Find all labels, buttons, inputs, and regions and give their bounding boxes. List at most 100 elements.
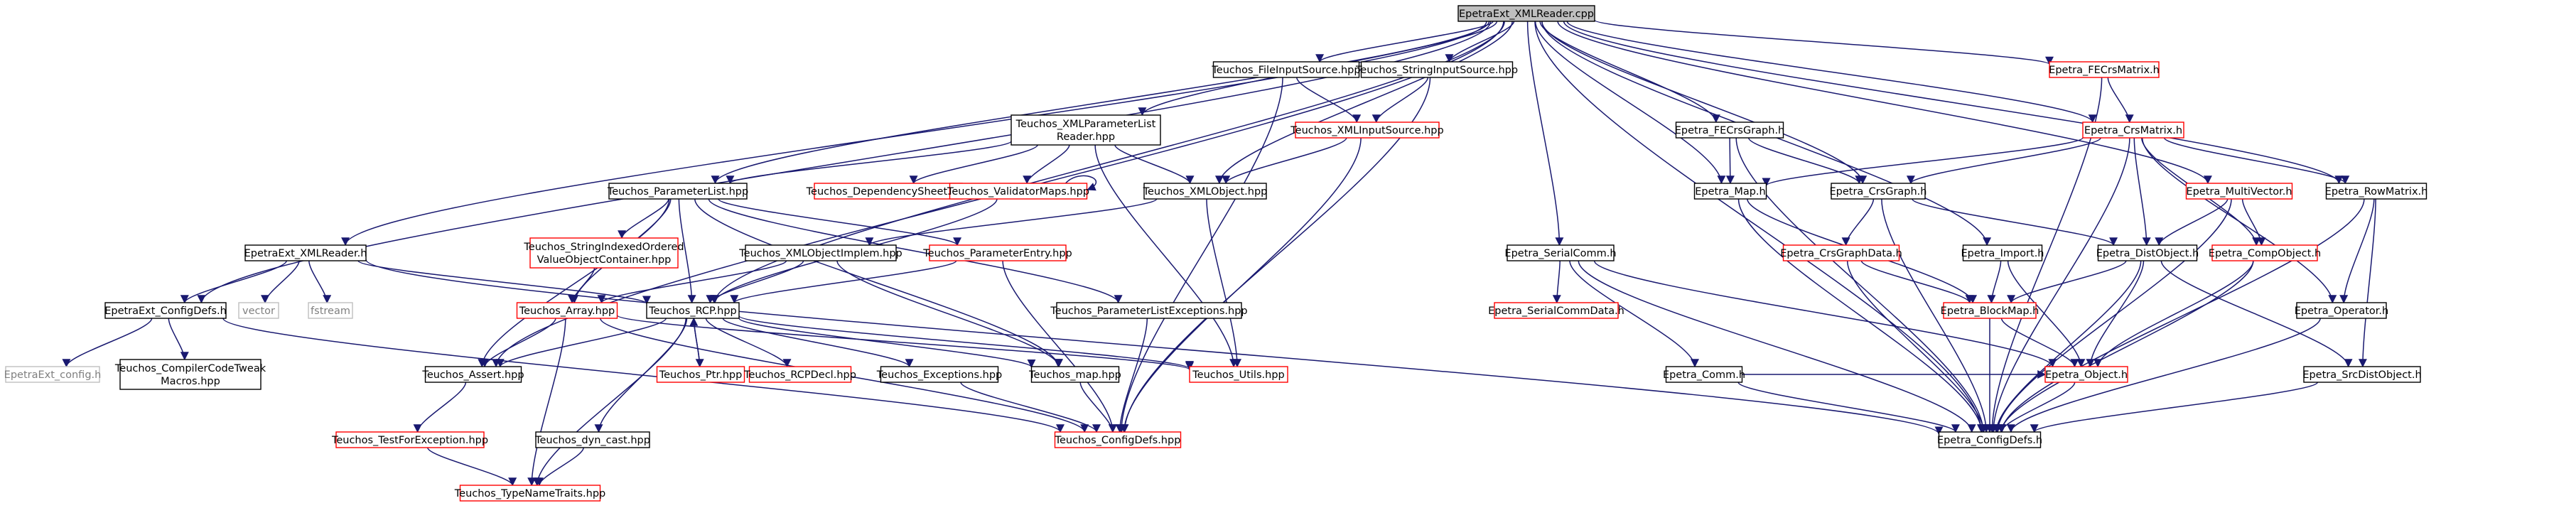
edge-crsmat-to-distobj xyxy=(2133,137,2151,247)
node-label: Teuchos_XMLInputSource.hpp xyxy=(1290,125,1443,136)
node-bmap[interactable]: Epetra_BlockMap.h xyxy=(1941,302,2039,319)
edge-mv-to-ecd xyxy=(1993,198,2232,433)
node-scd[interactable]: Epetra_SerialCommData.h xyxy=(1488,302,1624,319)
node-cd[interactable]: EpetraExt_ConfigDefs.h xyxy=(104,302,227,319)
node-label: Teuchos_StringInputSource.hpp xyxy=(1355,65,1518,76)
edge-eobj-to-ecd xyxy=(1997,382,2076,433)
node-label: Reader.hpp xyxy=(1057,131,1115,143)
edge-pe-to-tcd xyxy=(1002,260,1117,433)
node-map[interactable]: Teuchos_map.hpp xyxy=(1028,366,1121,383)
edge-mv-to-distobj xyxy=(2155,198,2229,247)
edge-pe-to-rcp xyxy=(730,260,957,304)
node-serial[interactable]: Epetra_SerialComm.h xyxy=(1504,244,1617,261)
edge-serial-to-comm xyxy=(1569,260,1699,368)
node-utils[interactable]: Teuchos_Utils.hpp xyxy=(1189,366,1288,383)
node-fecrsmat[interactable]: Epetra_FECrsMatrix.h xyxy=(2049,61,2160,78)
node-xr[interactable]: EpetraExt_XMLReader.h xyxy=(244,244,367,261)
node-dep[interactable]: Teuchos_DependencySheet.hpp xyxy=(806,183,971,200)
node-strin[interactable]: Teuchos_StringInputSource.hpp xyxy=(1355,61,1518,78)
node-mv[interactable]: Epetra_MultiVector.h xyxy=(2185,183,2293,200)
node-box xyxy=(2296,302,2387,319)
node-fstream: fstream xyxy=(308,302,353,319)
edge-cd-to-econf xyxy=(62,318,153,368)
node-label: Epetra_FECrsGraph.h xyxy=(1675,125,1785,136)
node-ple[interactable]: Teuchos_ParameterListExceptions.hpp xyxy=(1050,302,1248,319)
node-box xyxy=(2303,366,2421,383)
node-label: Epetra_RowMatrix.h xyxy=(2325,186,2428,198)
edge-fecrsg-to-ecd xyxy=(1735,137,1988,433)
node-ptr[interactable]: Teuchos_Ptr.hpp xyxy=(656,366,745,383)
edge-pl-to-sioc xyxy=(618,198,669,239)
edge-rcp-to-map xyxy=(738,318,1036,368)
edge-xr-to-ecd xyxy=(365,259,1944,436)
edge-srcd-to-ecd xyxy=(2030,382,2319,433)
node-label: Epetra_Object.h xyxy=(2045,369,2128,381)
node-assert[interactable]: Teuchos_Assert.hpp xyxy=(421,366,524,383)
node-rcp[interactable]: Teuchos_RCP.hpp xyxy=(646,302,740,319)
node-import[interactable]: Epetra_Import.h xyxy=(1961,244,2044,261)
node-tnt[interactable]: Teuchos_TypeNameTraits.hpp xyxy=(454,485,605,502)
node-box xyxy=(1030,366,1120,383)
node-label: Teuchos_ParameterListExceptions.hpp xyxy=(1050,306,1247,317)
edge-xmlobj-to-xmlimpl xyxy=(865,198,1158,247)
node-label: Epetra_FECrsMatrix.h xyxy=(2049,65,2160,76)
node-xmlobj[interactable]: Teuchos_XMLObject.hpp xyxy=(1143,183,1268,200)
node-array[interactable]: Teuchos_Array.hpp xyxy=(516,302,618,319)
node-rowmat[interactable]: Epetra_RowMatrix.h xyxy=(2325,183,2428,200)
node-compobj[interactable]: Epetra_CompObject.h xyxy=(2209,244,2321,261)
node-label: Teuchos_XMLParameterList xyxy=(1015,119,1156,130)
node-label: Epetra_DistObject.h xyxy=(2096,248,2199,259)
node-box xyxy=(745,244,897,261)
node-fecrsg[interactable]: Epetra_FECrsGraph.h xyxy=(1675,121,1785,139)
node-xmlin[interactable]: Teuchos_XMLInputSource.hpp xyxy=(1290,121,1444,139)
node-label: Epetra_SrcDistObject.h xyxy=(2302,369,2421,381)
edge-tfe-to-tnt xyxy=(427,447,517,487)
node-root[interactable]: EpetraExt_XMLReader.cpp xyxy=(1457,5,1595,22)
node-box xyxy=(656,366,745,383)
node-distobj[interactable]: Epetra_DistObject.h xyxy=(2096,244,2199,261)
node-filein[interactable]: Teuchos_FileInputSource.hpp xyxy=(1211,61,1361,78)
node-val[interactable]: Teuchos_ValidatorMaps.hpp xyxy=(947,183,1089,200)
node-rcpdecl[interactable]: Teuchos_RCPDecl.hpp xyxy=(743,366,856,383)
edge-root-to-serial xyxy=(1526,21,1564,247)
node-xmlimpl[interactable]: Teuchos_XMLObjectImplem.hpp xyxy=(738,244,902,261)
node-pl[interactable]: Teuchos_ParameterList.hpp xyxy=(607,183,748,200)
node-box xyxy=(2211,244,2318,261)
node-pe[interactable]: Teuchos_ParameterEntry.hpp xyxy=(922,244,1072,261)
edge-filein-to-tcd xyxy=(1117,77,1283,433)
node-exc[interactable]: Teuchos_Exceptions.hpp xyxy=(876,366,1002,383)
node-srcd[interactable]: Epetra_SrcDistObject.h xyxy=(2302,366,2422,383)
node-dyn[interactable]: Teuchos_dyn_cast.hpp xyxy=(534,431,650,448)
node-tfe[interactable]: Teuchos_TestForException.hpp xyxy=(331,431,488,448)
node-box xyxy=(1457,5,1595,22)
edge-bmap-to-eobj xyxy=(2000,318,2079,368)
node-crsmat[interactable]: Epetra_CrsMatrix.h xyxy=(2082,121,2184,139)
node-box xyxy=(646,302,740,319)
node-cgd[interactable]: Epetra_CrsGraphData.h xyxy=(1780,244,1902,261)
edge-xmlimpl-to-map xyxy=(836,260,1063,368)
edge-import-to-eobj xyxy=(2007,260,2086,368)
edge-xr-to-cd xyxy=(180,260,287,304)
edge-xmlin-to-tcd xyxy=(1119,137,1362,433)
node-crsg[interactable]: Epetra_CrsGraph.h xyxy=(1830,183,1927,200)
node-comm[interactable]: Epetra_Comm.h xyxy=(1663,366,1745,383)
node-box xyxy=(2082,121,2184,139)
node-oper[interactable]: Epetra_Operator.h xyxy=(2295,302,2388,319)
edge-crsg-to-cgd xyxy=(1841,198,1875,247)
node-ecd[interactable]: Epetra_ConfigDefs.h xyxy=(1937,431,2042,448)
node-label: Teuchos_FileInputSource.hpp xyxy=(1211,65,1360,76)
node-sioc[interactable]: Teuchos_StringIndexedOrderedValueObjectC… xyxy=(523,237,684,269)
node-eobj[interactable]: Epetra_Object.h xyxy=(2044,366,2128,383)
node-box xyxy=(880,366,999,383)
edge-rcp-to-utils xyxy=(738,315,1194,370)
node-box xyxy=(535,431,650,448)
node-box xyxy=(1011,114,1161,146)
node-tcd[interactable]: Teuchos_ConfigDefs.hpp xyxy=(1055,431,1182,448)
edge-rowmat-to-oper xyxy=(2339,198,2375,304)
edge-crsmat-to-emap xyxy=(1762,137,2084,187)
node-label: Epetra_Comm.h xyxy=(1663,369,1745,381)
edge-root-to-rowmat xyxy=(1563,21,2344,185)
node-emap[interactable]: Epetra_Map.h xyxy=(1693,183,1767,200)
